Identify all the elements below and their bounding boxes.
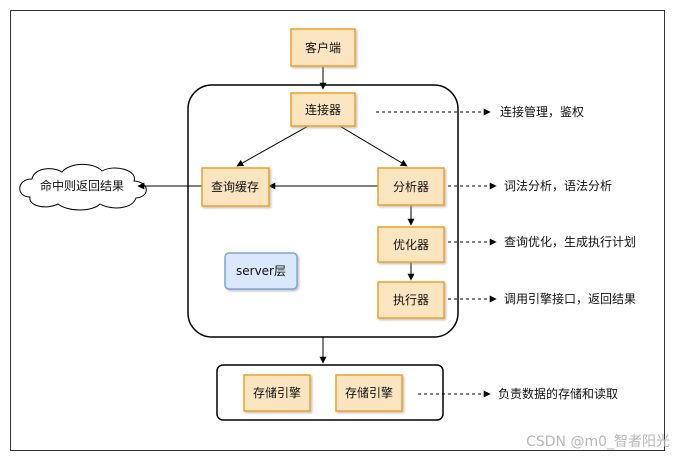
note-storage: 负责数据的存储和读取 [498, 386, 618, 401]
storage-engine-label-1: 存储引擎 [253, 385, 301, 400]
optimizer-node: 优化器 [377, 226, 445, 263]
analyzer-node: 分析器 [377, 167, 445, 206]
note-analyzer: 词法分析，语法分析 [504, 179, 612, 193]
server-layer-node: server层 [224, 252, 298, 290]
query-cache-node: 查询缓存 [201, 167, 270, 207]
note-optimizer: 查询优化，生成执行计划 [504, 235, 636, 249]
watermark: CSDN @m0_智者阳光 [526, 434, 670, 450]
note-executor: 调用引擎接口，返回结果 [504, 291, 636, 306]
client-label: 客户端 [305, 40, 341, 55]
arrow-connector-to-analyzer [337, 124, 408, 167]
executor-label: 执行器 [393, 293, 429, 307]
note-connector: 连接管理，鉴权 [500, 104, 584, 119]
connector-node: 连接器 [290, 92, 356, 127]
arrow-connector-to-cache [236, 124, 311, 167]
cache-hit-cloud [19, 163, 147, 211]
storage-group-container [216, 364, 444, 421]
storage-engine-node-1: 存储引擎 [243, 374, 311, 412]
client-node: 客户端 [290, 28, 356, 67]
storage-engine-node-2: 存储引擎 [335, 374, 403, 412]
executor-node: 执行器 [377, 281, 445, 319]
storage-engine-label-2: 存储引擎 [345, 385, 393, 400]
optimizer-label: 优化器 [393, 238, 429, 252]
cache-hit-label: 命中则返回结果 [40, 178, 124, 193]
outer-frame [10, 10, 665, 451]
server-layer-label: server层 [236, 264, 286, 278]
connector-label: 连接器 [305, 102, 341, 117]
query-cache-label: 查询缓存 [211, 180, 259, 194]
analyzer-label: 分析器 [393, 180, 429, 194]
